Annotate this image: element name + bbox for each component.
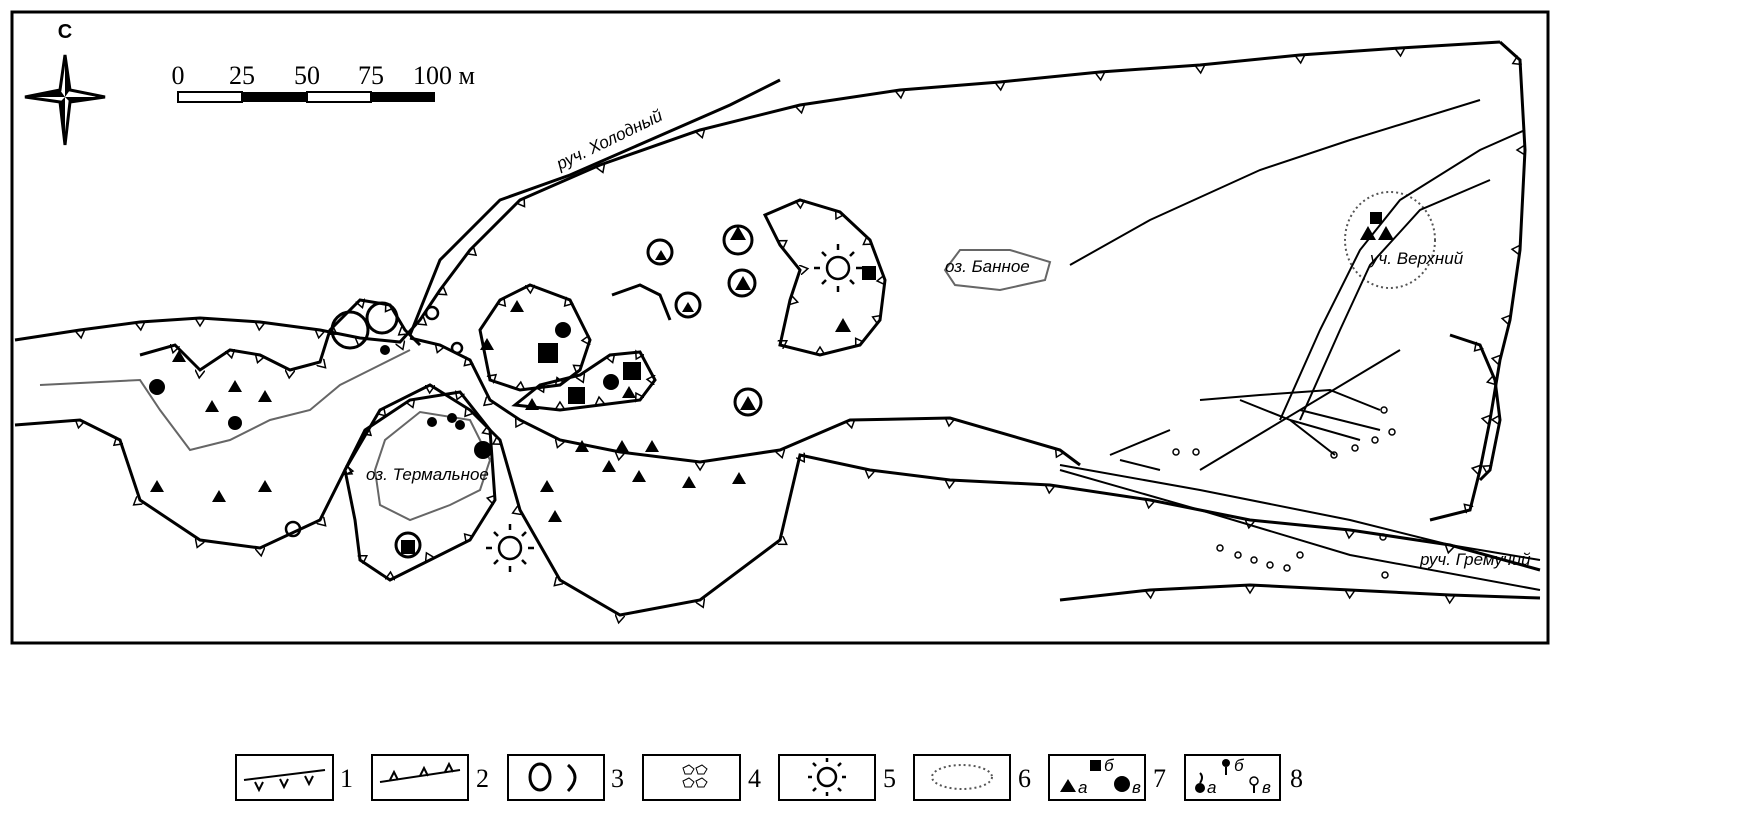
upper-site-dotted-area <box>1344 191 1436 289</box>
legend-item-4: 4 <box>642 754 761 801</box>
spring-symbol-8 <box>1172 406 1396 579</box>
scale-tick-50: 50 <box>294 61 320 90</box>
geyser-sun-symbol-5 <box>284 244 862 572</box>
legend-number: 3 <box>611 764 624 793</box>
small-depression <box>365 301 399 335</box>
depression-twin <box>511 352 655 410</box>
depression-east <box>762 200 885 355</box>
small-depression <box>330 310 370 350</box>
stream-rumbling-label: руч. Гремучий <box>1419 550 1531 569</box>
escarpment-southmost <box>1059 583 1541 600</box>
squares-symbol-7b <box>401 212 1382 554</box>
legend-number: 7 <box>1153 764 1166 793</box>
legend-item-1: 1 <box>235 754 353 801</box>
stream-rumbling-bank <box>1059 469 1541 591</box>
upper-stream-bank <box>1299 179 1491 421</box>
compass-rose-icon: С <box>24 21 106 146</box>
map-frame <box>10 10 1550 645</box>
legend-sub-v: в <box>1262 778 1271 797</box>
triangles-symbol-7a <box>150 226 1394 522</box>
scale-tick-75: 75 <box>358 61 384 90</box>
upper-stream <box>1279 129 1526 421</box>
legend-item-8: а б в 8 <box>1184 754 1303 801</box>
lake-bath-outline <box>943 249 1052 292</box>
legend-item-6: 6 <box>913 754 1031 801</box>
small-depression <box>646 238 674 266</box>
small-depression <box>727 268 757 298</box>
circles-symbol-7v <box>149 322 619 459</box>
west-creek <box>39 349 411 452</box>
legend-number: 5 <box>883 764 896 793</box>
scale-tick-100: 100 м <box>413 61 475 90</box>
legend: 1 2 3 4 5 6 <box>235 754 1303 801</box>
scale-tick-25: 25 <box>229 61 255 90</box>
depression-central <box>478 285 590 390</box>
lake-thermal-label: оз. Термальное <box>366 465 489 484</box>
small-depression <box>674 291 702 319</box>
escarpment-southeast <box>1449 333 1502 482</box>
upper-site-label: уч. Верхний <box>1369 249 1464 268</box>
valley-edge-east <box>1429 40 1527 522</box>
thermal-basin <box>345 392 495 580</box>
legend-item-7: а б в 7 <box>1048 754 1166 801</box>
legend-number: 1 <box>340 764 353 793</box>
legend-number: 2 <box>476 764 489 793</box>
lake-bath-label: оз. Банное <box>945 257 1030 276</box>
legend-item-3: 3 <box>507 754 624 801</box>
scale-bar: 0 25 50 75 100 м <box>172 61 475 103</box>
legend-sub-b: б <box>1104 756 1115 775</box>
stream-rumbling <box>1059 464 1541 561</box>
stream-bath <box>1069 99 1481 266</box>
scarp-arc <box>611 283 672 321</box>
legend-sub-b: б <box>1234 756 1245 775</box>
legend-number: 4 <box>748 764 761 793</box>
scale-tick-0: 0 <box>172 61 185 90</box>
legend-number: 6 <box>1018 764 1031 793</box>
stream-cold <box>408 78 781 336</box>
legend-sub-v: в <box>1132 778 1141 797</box>
small-depression <box>733 387 763 417</box>
north-label: С <box>58 21 72 43</box>
legend-sub-a: а <box>1078 778 1087 797</box>
lake-thermal-outline <box>373 410 492 522</box>
legend-number: 8 <box>1290 764 1303 793</box>
legend-sub-a: а <box>1207 778 1216 797</box>
legend-item-5: 5 <box>778 754 896 801</box>
small-depression <box>394 531 422 559</box>
tributaries <box>1109 349 1401 471</box>
legend-item-2: 2 <box>371 754 489 801</box>
valley-edge-south <box>14 383 1541 615</box>
